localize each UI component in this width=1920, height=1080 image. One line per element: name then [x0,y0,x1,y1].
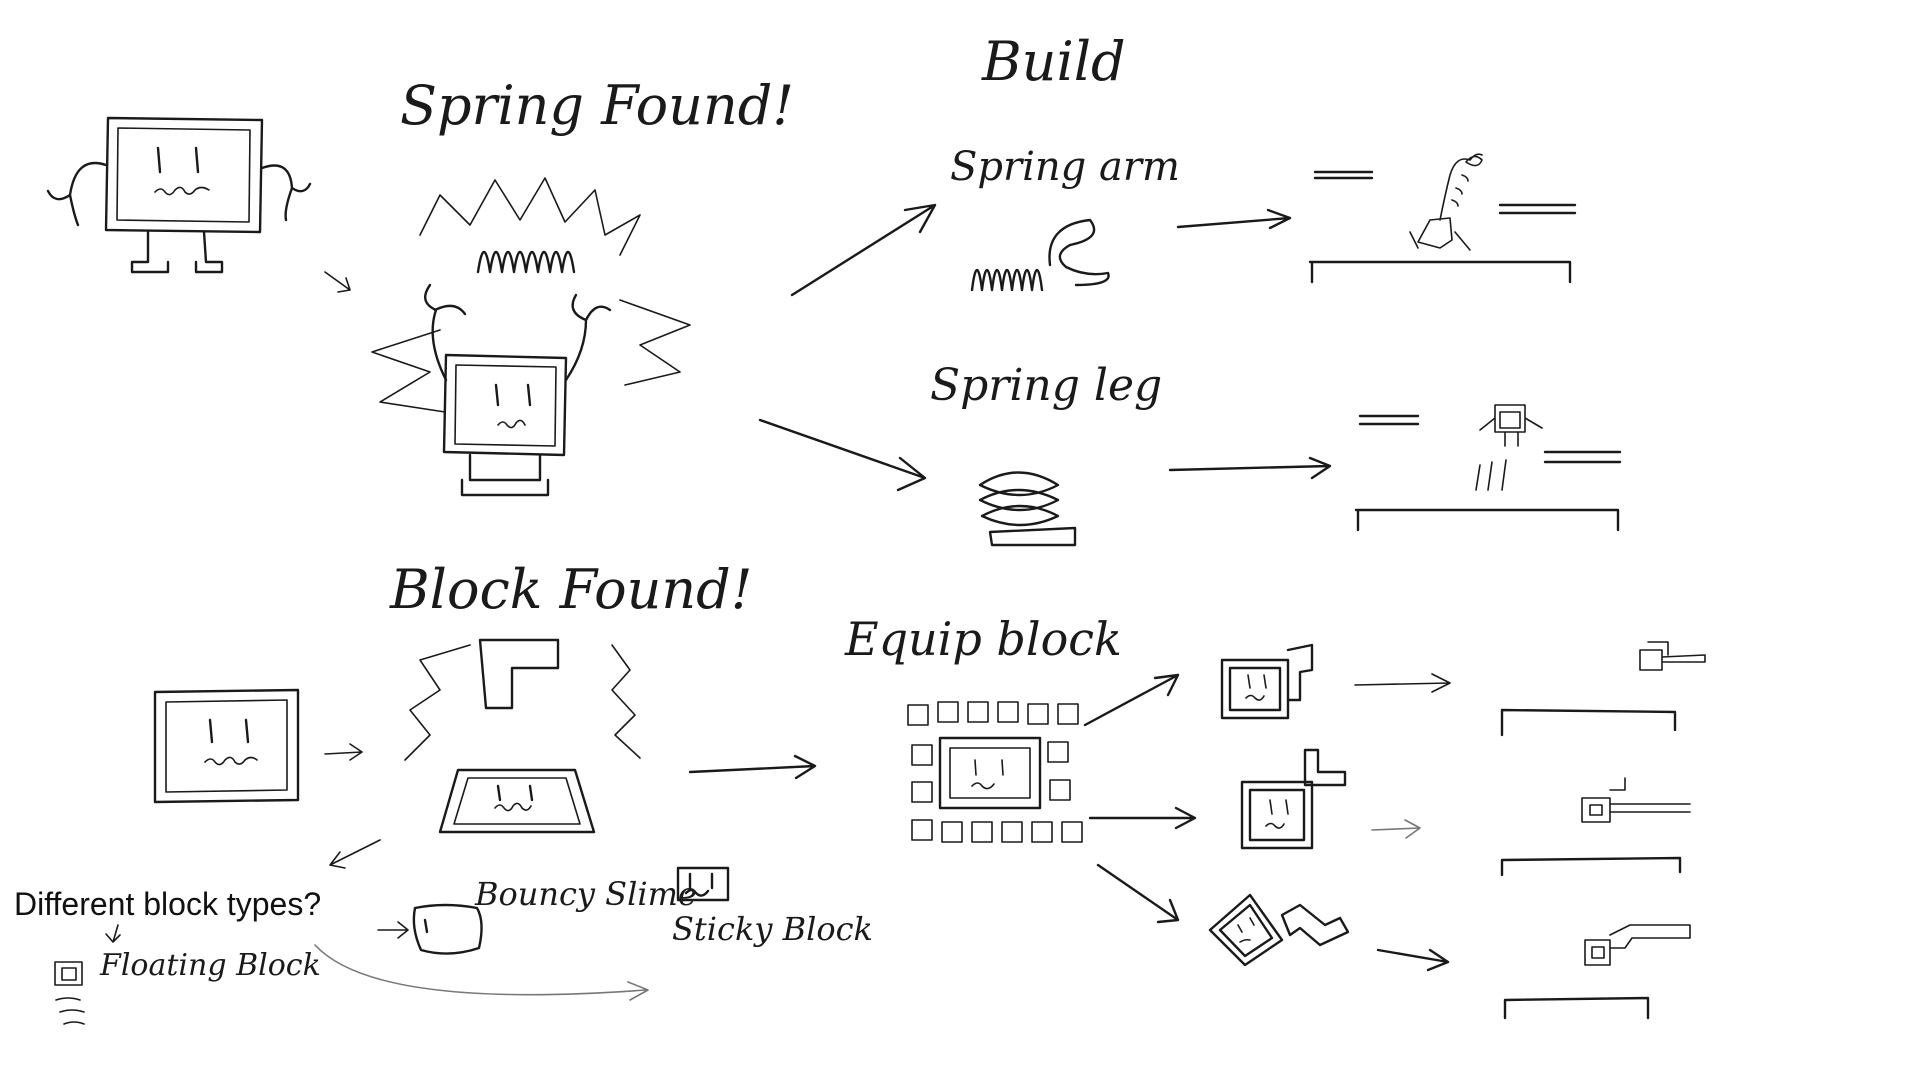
block-level-sketch-2 [1500,777,1691,877]
different-block-types-label: Different block types? [14,886,321,922]
block-found-burst [404,644,641,761]
robot-tv-icon [1208,893,1350,967]
block-icon [412,903,483,955]
spring-found-title: Spring Found! [400,74,794,137]
arrow-icon [324,743,363,761]
equip-block-grid [907,701,1083,843]
spring-leg-level-sketch [1354,404,1622,532]
robot-tv-icon [46,116,312,274]
arrow-icon [324,271,351,293]
equip-block-title: Equip block [844,612,1122,666]
arrow-icon [1083,673,1180,727]
arrow-icon [758,418,927,492]
block-level-sketch-1 [1500,641,1706,737]
floating-block-label: Floating Block [99,948,321,983]
build-title: Build [981,30,1126,93]
block-found-title: Block Found! [389,558,752,621]
robot-tv-icon [1240,748,1347,850]
arrow-icon [688,754,817,780]
spring-arm-label: Spring arm [950,144,1180,190]
sticky-block-label: Sticky Block [672,910,873,948]
arrow-icon [1096,863,1180,924]
bouncy-slime-label: Bouncy Slime [474,875,697,913]
arrow-icon [1176,208,1292,230]
arrow-icon [105,924,121,943]
arrow-icon [1088,806,1197,830]
spring-icon [970,218,1110,292]
block-icon [54,961,85,1025]
robot-tv-icon [424,283,612,497]
spring-arm-level-sketch [1308,153,1577,284]
block-icon [676,866,730,902]
spring-leg-label: Spring leg [930,360,1162,411]
arrow-icon [377,921,409,939]
arrow-icon [314,944,649,1001]
block-icon [478,638,560,710]
robot-tv-icon [1220,643,1314,720]
spring-found-burst [371,177,691,413]
spring-icon [978,471,1077,547]
robot-tv-icon [438,768,596,834]
arrow-icon [1168,456,1332,480]
robot-tv-icon [153,688,300,804]
block-level-sketch-3 [1503,924,1691,1020]
arrow-icon [329,839,381,869]
spring-icon [476,250,576,274]
arrow-icon [790,203,937,297]
arrow-icon [1354,673,1451,693]
arrow-icon [1371,819,1421,839]
arrow-icon [1376,948,1450,972]
